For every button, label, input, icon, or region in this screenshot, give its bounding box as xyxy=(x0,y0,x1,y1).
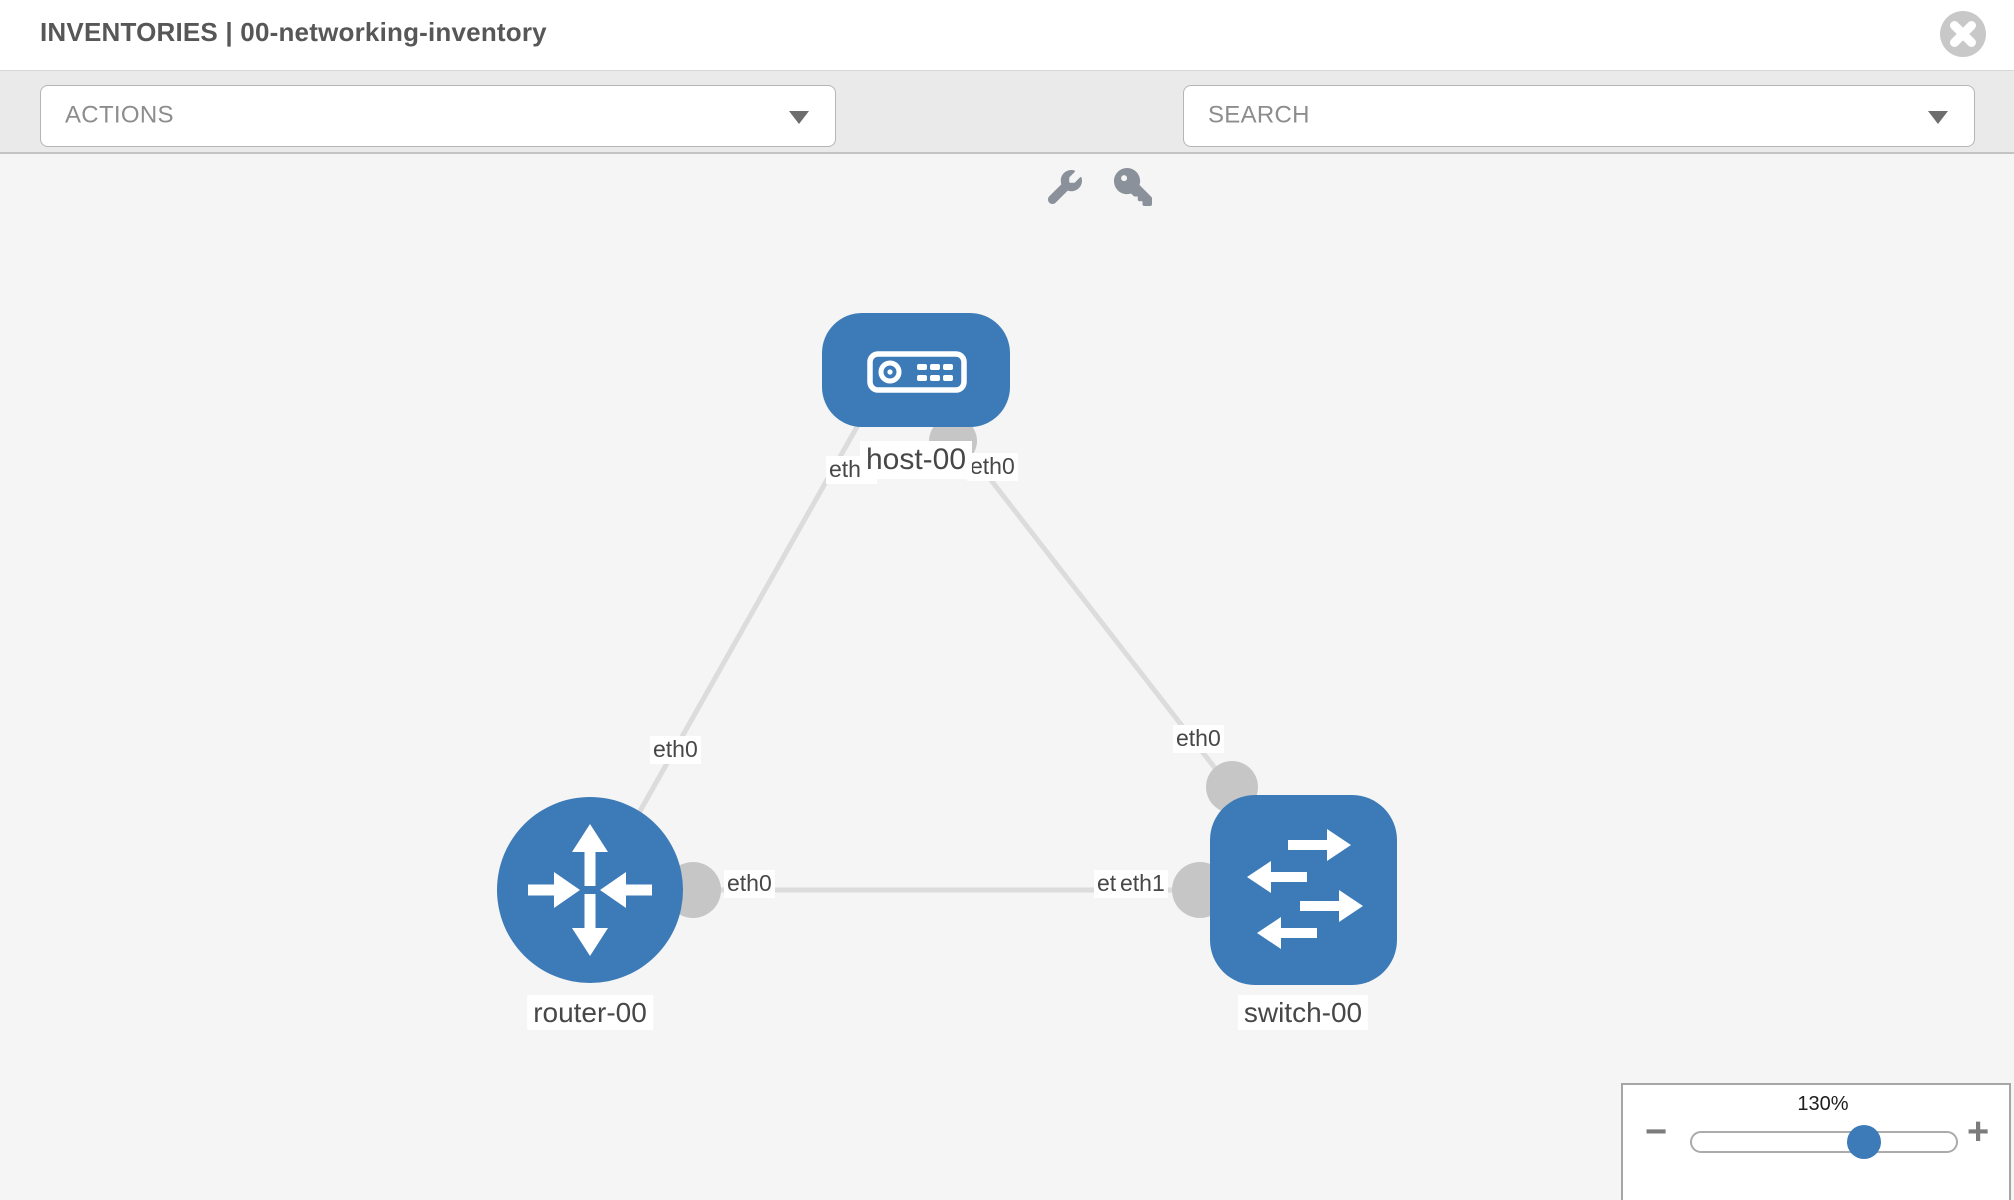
router-icon xyxy=(528,824,652,956)
zoom-slider-thumb[interactable] xyxy=(1847,1125,1881,1159)
router-node-shape xyxy=(497,797,683,983)
interface-label: eth0 xyxy=(650,736,701,764)
actions-dropdown-value: ACTIONS xyxy=(65,101,174,129)
key-icon xyxy=(1114,168,1152,206)
node-label-switch: switch-00 xyxy=(1237,995,1369,1031)
search-dropdown-value: SEARCH xyxy=(1208,101,1310,129)
close-button[interactable] xyxy=(1940,11,1986,57)
zoom-in-button[interactable]: + xyxy=(1967,1111,1990,1153)
zoom-level-value: 130% xyxy=(1797,1093,1849,1115)
interface-label: eth0 xyxy=(724,870,775,898)
node-label-router: router-00 xyxy=(527,995,653,1031)
switch-node-shape xyxy=(1210,795,1397,985)
zoom-control-panel: 130% − + xyxy=(1621,1083,2011,1200)
configure-tools-button[interactable] xyxy=(1048,170,1082,204)
caret-down-icon xyxy=(789,111,809,124)
interface-label: eth1 xyxy=(1117,870,1168,898)
link-host-00-router-00[interactable] xyxy=(619,423,861,845)
node-switch-00[interactable] xyxy=(1210,795,1397,985)
page-title: INVENTORIES | 00-networking-inventory xyxy=(40,17,547,47)
node-router-00[interactable] xyxy=(497,797,683,983)
interface-label: eth0 xyxy=(1173,725,1224,753)
header-bar: INVENTORIES | 00-networking-inventory xyxy=(0,0,2014,70)
actions-dropdown[interactable]: ACTIONS xyxy=(40,85,836,147)
toolbar: ACTIONS SEARCH xyxy=(0,70,2014,206)
search-dropdown[interactable]: SEARCH xyxy=(1183,85,1975,147)
node-label-host: host-00 xyxy=(859,441,973,479)
close-icon xyxy=(1950,21,1976,47)
zoom-slider-track[interactable] xyxy=(1690,1125,1958,1159)
credentials-button[interactable] xyxy=(1114,168,1152,206)
wrench-icon xyxy=(1048,170,1082,204)
caret-down-icon xyxy=(1928,111,1948,124)
host-node-shape xyxy=(822,313,1010,427)
zoom-out-button[interactable]: − xyxy=(1645,1111,1668,1153)
host-icon xyxy=(867,351,967,393)
interface-label: eth0 xyxy=(967,453,1018,481)
switch-icon xyxy=(1247,829,1363,949)
node-host-00[interactable] xyxy=(822,313,1010,427)
